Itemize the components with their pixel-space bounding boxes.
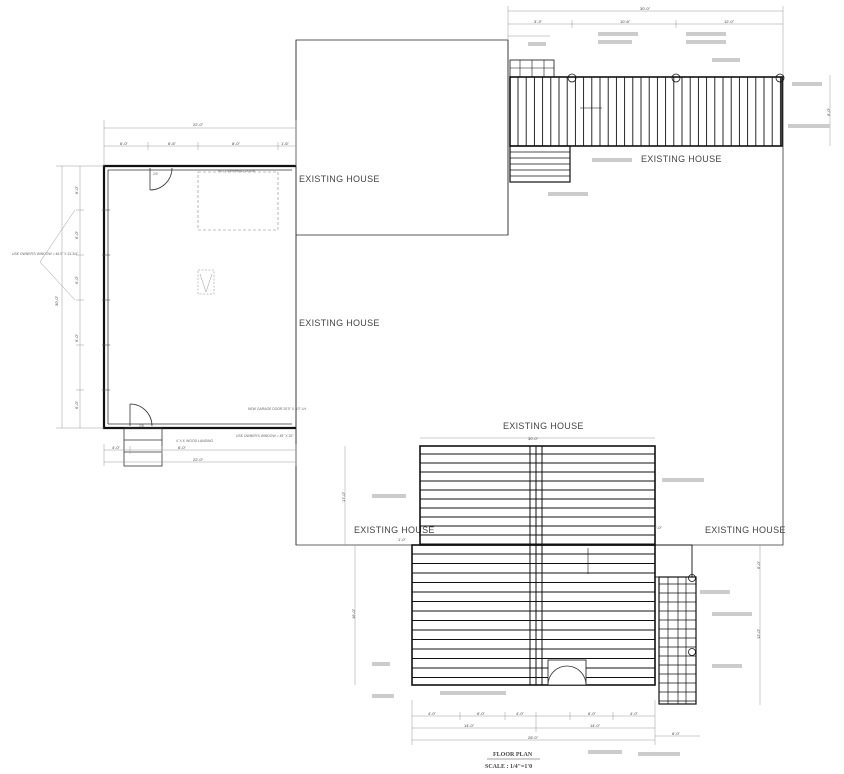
svg-text:6'-0": 6'-0" bbox=[477, 711, 486, 716]
addition-dimensions: 30'-0" 4'-0" 6'-0" 4'-0" 6'-0" 4'-0" 14'… bbox=[341, 436, 761, 745]
svg-text:30'-0": 30'-0" bbox=[528, 436, 539, 441]
scale-label: SCALE : 1/4"=1'0 bbox=[485, 764, 532, 770]
svg-text:6'-0": 6'-0" bbox=[74, 333, 79, 342]
overhead-door-label: 9X7 OVERHEAD DOOR bbox=[218, 169, 256, 173]
svg-text:3'-3": 3'-3" bbox=[534, 19, 543, 24]
svg-text:2/0: 2/0 bbox=[153, 172, 158, 176]
svg-text:6'-0": 6'-0" bbox=[74, 275, 79, 284]
svg-text:1'-0": 1'-0" bbox=[654, 525, 663, 530]
existing-house-label: EXISTING HOUSE bbox=[705, 525, 786, 535]
svg-text:30'-0": 30'-0" bbox=[54, 295, 59, 306]
svg-text:6'-0": 6'-0" bbox=[74, 230, 79, 239]
deck-stairs bbox=[654, 544, 697, 705]
wood-landing bbox=[123, 427, 163, 467]
garage-window-marks bbox=[102, 209, 110, 391]
window-note: USE OWNER'S WINDOW = 48" X 32" bbox=[236, 434, 294, 438]
svg-text:12'-0": 12'-0" bbox=[724, 19, 735, 24]
svg-text:14'-0": 14'-0" bbox=[590, 723, 601, 728]
svg-text:1'-0": 1'-0" bbox=[398, 537, 407, 542]
new-garage-door-note: NEW GARAGE DOOR 20'0" X 8'0" LH. bbox=[248, 407, 307, 411]
svg-text:6'-0": 6'-0" bbox=[756, 560, 761, 569]
landing-note: 4' X 4' WOOD LANDING bbox=[176, 439, 213, 443]
svg-text:6'-6": 6'-6" bbox=[168, 141, 177, 146]
garage-dimensions: 22'-0" 6'-0" 6'-6" 8'-0" 1'-6" 30'-0" 6'… bbox=[54, 120, 297, 466]
title-block: FLOOR PLAN SCALE : 1/4"=1'0 bbox=[485, 752, 540, 770]
top-dimensions: 30'-0" 3'-3" 10'-6" 12'-0" 6'-0" bbox=[507, 6, 831, 146]
svg-text:6'-0": 6'-0" bbox=[588, 711, 597, 716]
addition-framing bbox=[411, 445, 656, 686]
garage-side-door: 2/8 bbox=[129, 403, 153, 428]
svg-text:2/8: 2/8 bbox=[139, 424, 144, 428]
attic-hatch bbox=[197, 269, 215, 295]
svg-text:17'-0": 17'-0" bbox=[341, 491, 346, 502]
svg-text:4'-0": 4'-0" bbox=[516, 711, 525, 716]
top-roof-framing bbox=[509, 59, 785, 183]
existing-house-label: EXISTING HOUSE bbox=[299, 318, 380, 328]
garage-entry-door: 2/0 bbox=[149, 167, 173, 191]
existing-house-label: EXISTING HOUSE bbox=[641, 154, 722, 164]
existing-house-label: EXISTING HOUSE bbox=[299, 174, 380, 184]
floor-plan-title: FLOOR PLAN bbox=[493, 752, 533, 758]
svg-text:8'-0": 8'-0" bbox=[232, 141, 241, 146]
svg-text:30'-0": 30'-0" bbox=[640, 6, 651, 11]
svg-text:6'-0": 6'-0" bbox=[672, 731, 681, 736]
svg-text:22'-0": 22'-0" bbox=[193, 457, 204, 462]
svg-text:16'-0": 16'-0" bbox=[351, 608, 356, 619]
svg-text:28'-0": 28'-0" bbox=[528, 735, 539, 740]
svg-text:14'-0": 14'-0" bbox=[464, 723, 475, 728]
svg-text:6'-0": 6'-0" bbox=[178, 445, 187, 450]
svg-text:22'-0": 22'-0" bbox=[193, 122, 204, 127]
existing-house-label: EXISTING HOUSE bbox=[354, 525, 435, 535]
svg-text:1'-6": 1'-6" bbox=[281, 141, 290, 146]
existing-house-label: EXISTING HOUSE bbox=[503, 421, 584, 431]
svg-text:10'-6": 10'-6" bbox=[620, 19, 631, 24]
existing-house-outline bbox=[295, 39, 784, 546]
svg-text:12'-0": 12'-0" bbox=[756, 628, 761, 639]
addition-notes bbox=[372, 478, 752, 756]
svg-text:4'-0": 4'-0" bbox=[112, 445, 121, 450]
overhead-door-outline bbox=[197, 171, 279, 231]
framing-notes bbox=[528, 32, 830, 196]
svg-text:6'-0": 6'-0" bbox=[826, 107, 831, 116]
svg-text:4'-0": 4'-0" bbox=[630, 711, 639, 716]
svg-text:4'-0": 4'-0" bbox=[428, 711, 437, 716]
garage-walls bbox=[102, 164, 296, 430]
svg-text:6'-0": 6'-0" bbox=[74, 400, 79, 409]
svg-text:6'-0": 6'-0" bbox=[74, 185, 79, 194]
svg-text:6'-0": 6'-0" bbox=[120, 141, 129, 146]
